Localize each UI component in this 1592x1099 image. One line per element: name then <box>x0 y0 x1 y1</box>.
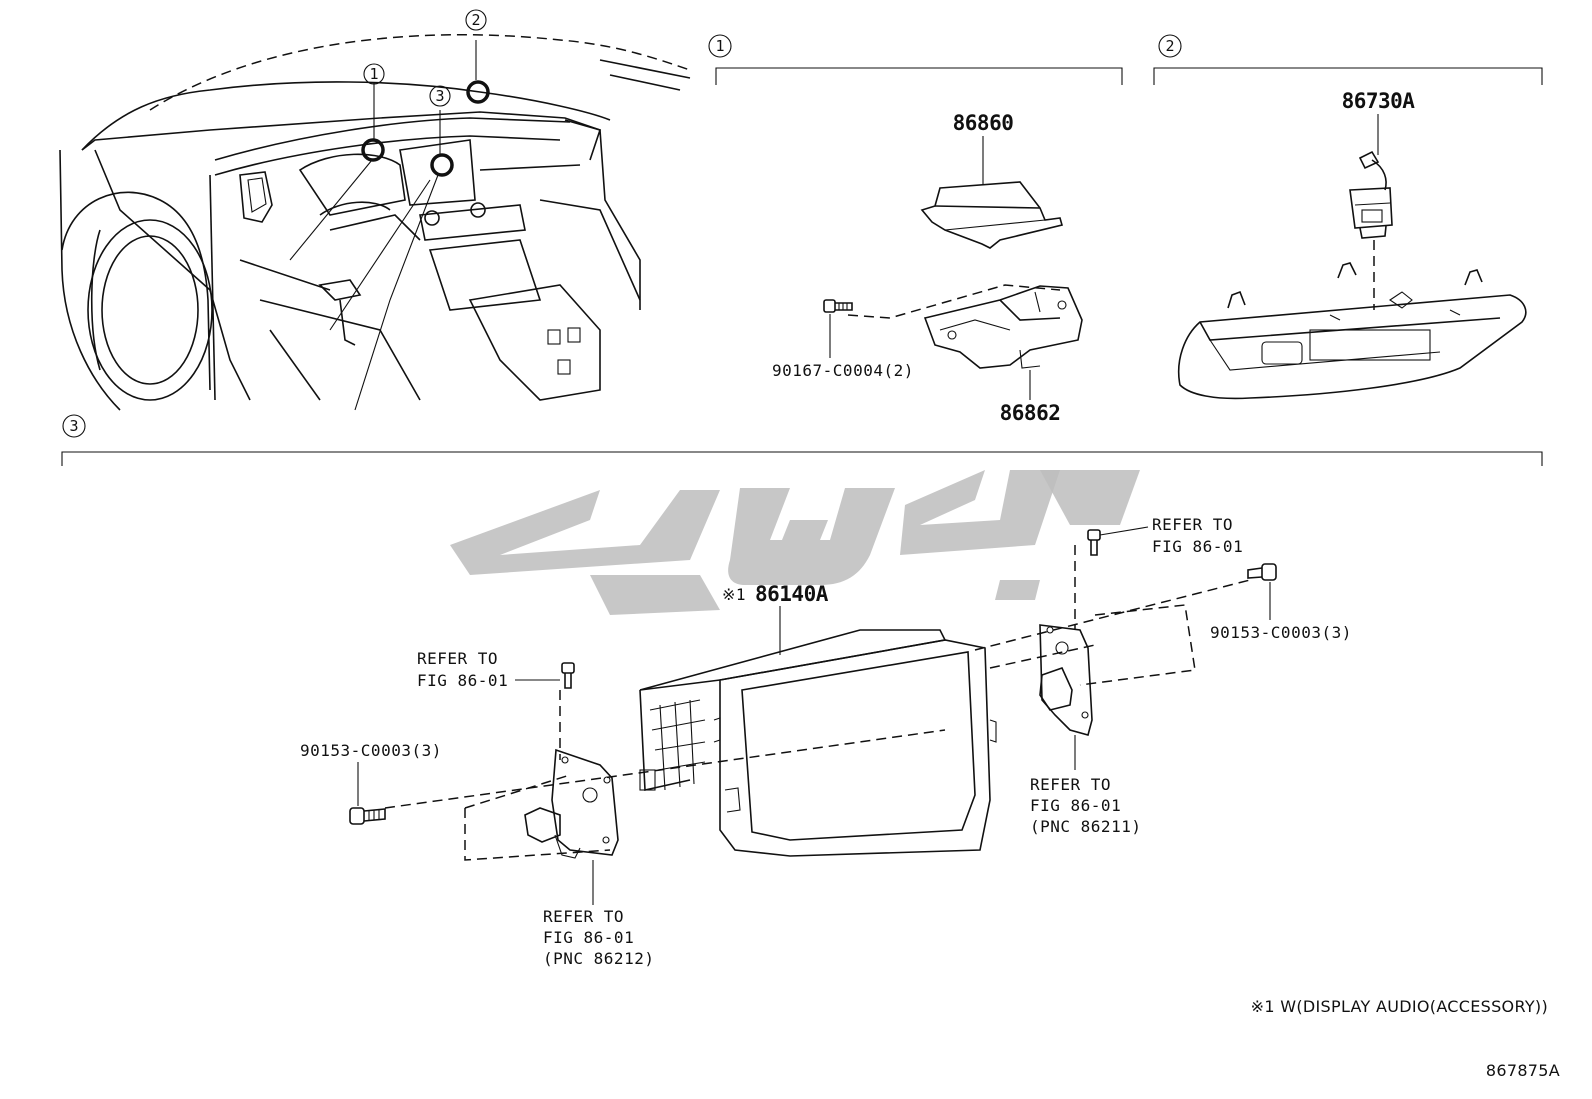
part-90153-left-label: 90153-C0003(3) <box>300 741 442 760</box>
section-1: 1 86860 90167-C0004(2) 86862 <box>708 34 1123 425</box>
part-86862-label: 86862 <box>1000 401 1061 425</box>
part-86140A-label: 86140A <box>755 582 829 606</box>
ref-bottom-right-line2: FIG 86-01 <box>1030 796 1121 815</box>
section-3: ※1 86140A <box>300 515 1352 968</box>
ref-bottom-left-line1: REFER TO <box>543 907 624 926</box>
screw-icon-5 <box>1247 563 1277 581</box>
part-90153-right-label: 90153-C0003(3) <box>1210 623 1352 642</box>
callout-1: 1 <box>369 65 378 83</box>
camera-module-icon <box>1349 150 1393 239</box>
screw-icon-2 <box>561 662 575 689</box>
ref-bottom-left-line2: FIG 86-01 <box>543 928 634 947</box>
callout-2: 2 <box>471 11 480 29</box>
part-86860-label: 86860 <box>953 111 1014 135</box>
part-90167-label: 90167-C0004(2) <box>772 361 914 380</box>
section-2-number: 2 <box>1165 37 1174 55</box>
ref-bottom-left-line3: (PNC 86212) <box>543 949 654 968</box>
callout-3: 3 <box>435 87 444 105</box>
footnote: ※1 W(DISPLAY AUDIO(ACCESSORY)) <box>1251 997 1548 1016</box>
figure-code: 867875A <box>1486 1061 1560 1080</box>
ref-top-right-line1: REFER TO <box>1152 515 1233 534</box>
car-interior-illustration: 1 3 2 <box>59 9 691 411</box>
screw-icon-1 <box>823 299 853 313</box>
watermark-logo <box>450 470 1140 615</box>
part-86730A-label: 86730A <box>1342 89 1416 113</box>
console-panel-icon <box>1177 262 1527 400</box>
ref-top-left-line1: REFER TO <box>417 649 498 668</box>
accessory-mark: ※1 <box>722 585 746 604</box>
section-2: 2 86730A <box>1153 34 1543 400</box>
screw-icon-4 <box>1087 529 1101 556</box>
ref-bottom-right-line3: (PNC 86211) <box>1030 817 1141 836</box>
section-1-number: 1 <box>715 37 724 55</box>
mount-bracket-left <box>524 748 619 859</box>
section-3-number: 3 <box>69 417 78 435</box>
ecu-module-icon <box>920 181 1063 249</box>
ref-bottom-right-line1: REFER TO <box>1030 775 1111 794</box>
ref-top-left-line2: FIG 86-01 <box>417 671 508 690</box>
screw-icon-3 <box>349 807 386 825</box>
mount-bracket-right <box>1039 624 1093 736</box>
ref-top-right-line2: FIG 86-01 <box>1152 537 1243 556</box>
display-unit-icon <box>639 629 997 857</box>
bracket-icon <box>923 285 1083 369</box>
